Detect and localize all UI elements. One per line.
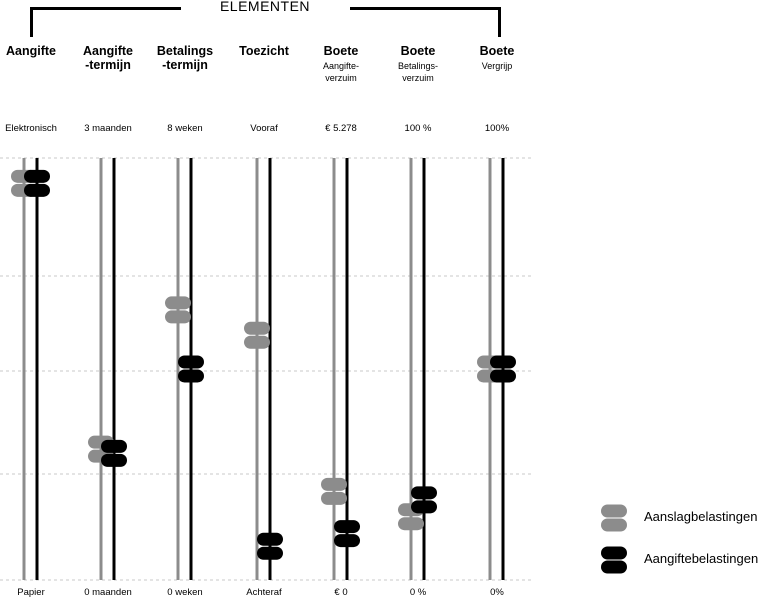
header-bracket-left: [30, 7, 181, 37]
column-title: Boete: [323, 44, 359, 58]
marker-aangifte-2-pill-1: [101, 439, 127, 453]
legend-marker-2: [601, 546, 627, 574]
column-top-label-6: 100 %: [404, 123, 432, 134]
column-top-label-5: € 5.278: [325, 123, 357, 134]
diagram-title: ELEMENTEN: [219, 0, 311, 14]
column-subtitle: Betalings-verzuim: [397, 61, 439, 83]
marker-aangifte-4: [257, 532, 283, 560]
marker-aangifte-4-pill-1: [257, 532, 283, 546]
column-header-1: Aangifte: [0, 44, 76, 58]
column-title: Aangifte-termijn: [83, 44, 133, 72]
marker-aanslag-5-pill-2: [321, 491, 347, 505]
marker-aanslag-3-pill-1: [165, 296, 191, 310]
column-top-label-1: Elektronisch: [5, 123, 57, 134]
marker-aanslag-4: [244, 321, 270, 349]
marker-aanslag-4-pill-1: [244, 321, 270, 335]
column-bottom-label-2: 0 maanden: [84, 587, 132, 598]
marker-aangifte-7-pill-1: [490, 355, 516, 369]
legend-marker-2-pill-2: [601, 560, 627, 574]
column-header-4: Toezicht: [219, 44, 309, 58]
legend-marker-1-pill-1: [601, 504, 627, 518]
marker-aangifte-1-pill-1: [24, 169, 50, 183]
marker-aanslag-6-pill-2: [398, 517, 424, 531]
column-title: Toezicht: [239, 44, 289, 58]
column-top-label-3: 8 weken: [167, 123, 203, 134]
marker-aangifte-5-pill-1: [334, 520, 360, 534]
marker-aangifte-5: [334, 520, 360, 548]
marker-aangifte-4-pill-2: [257, 546, 283, 560]
column-title: Betalings-termijn: [156, 44, 214, 72]
header-bracket-right: [350, 7, 501, 37]
marker-aangifte-3-pill-2: [178, 369, 204, 383]
column-title: Boete: [400, 44, 436, 58]
marker-aangifte-6-pill-2: [411, 500, 437, 514]
marker-aanslag-3: [165, 296, 191, 324]
column-header-3: Betalings-termijn: [140, 44, 230, 72]
marker-aangifte-5-pill-2: [334, 534, 360, 548]
column-top-label-7: 100%: [484, 123, 510, 134]
marker-aangifte-7-pill-2: [490, 369, 516, 383]
column-title: Aangifte: [6, 44, 56, 58]
column-header-2: Aangifte-termijn: [63, 44, 153, 72]
legend-marker-1-pill-2: [601, 518, 627, 532]
legend-marker-2-pill-1: [601, 546, 627, 560]
column-bottom-label-1: Papier: [17, 587, 45, 598]
column-bottom-label-7: 0%: [490, 587, 504, 598]
marker-aangifte-3: [178, 355, 204, 383]
marker-aanslag-4-pill-2: [244, 335, 270, 349]
column-bottom-label-3: 0 weken: [167, 587, 203, 598]
marker-aangifte-2: [101, 439, 127, 467]
column-bottom-label-5: € 0: [334, 587, 348, 598]
column-top-label-2: 3 maanden: [84, 123, 132, 134]
marker-aangifte-7: [490, 355, 516, 383]
marker-aangifte-1-pill-2: [24, 183, 50, 197]
legend-label-1: Aanslagbelastingen: [644, 509, 758, 524]
marker-aangifte-6: [411, 486, 437, 514]
marker-aangifte-6-pill-1: [411, 486, 437, 500]
marker-aangifte-3-pill-1: [178, 355, 204, 369]
column-subtitle: Aangifte-verzuim: [322, 61, 360, 83]
marker-aangifte-1: [24, 169, 50, 197]
column-title: Boete: [479, 44, 515, 58]
column-bottom-label-4: Achteraf: [246, 587, 282, 598]
column-bottom-label-6: 0 %: [409, 587, 427, 598]
marker-aanslag-5: [321, 477, 347, 505]
column-subtitle: Vergrijp: [481, 61, 513, 71]
column-top-label-4: Vooraf: [250, 123, 278, 134]
marker-aanslag-5-pill-1: [321, 477, 347, 491]
marker-aangifte-2-pill-2: [101, 453, 127, 467]
marker-aanslag-3-pill-2: [165, 310, 191, 324]
legend-marker-1: [601, 504, 627, 532]
legend-label-2: Aangiftebelastingen: [644, 551, 759, 566]
